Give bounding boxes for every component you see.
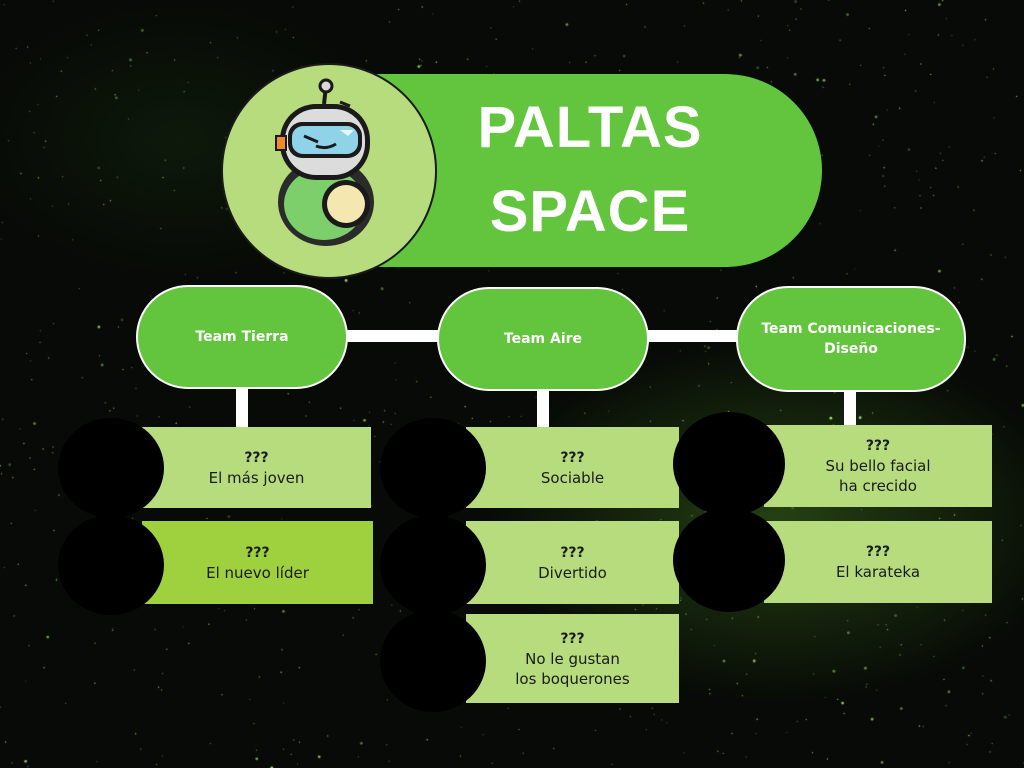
connector-aire — [537, 386, 549, 428]
member-name: ??? — [865, 438, 891, 454]
team-aire: Team Aire — [437, 287, 649, 391]
member-card: ??? Divertido — [466, 521, 679, 604]
member-name: ??? — [245, 544, 270, 561]
hidden-avatar — [58, 515, 164, 615]
member-name: ??? — [865, 544, 891, 560]
member-card: ??? Su bello facial ha crecido — [764, 425, 992, 507]
member-description: El karateka — [835, 563, 921, 581]
hidden-avatar — [58, 418, 164, 518]
member-card: ??? No le gustan los boquerones — [466, 614, 679, 703]
member-description: El nuevo líder — [206, 563, 309, 582]
member-name: ??? — [244, 449, 269, 466]
member-card: ??? El karateka — [764, 521, 992, 603]
member-name: ??? — [560, 544, 585, 561]
astronaut-avocado-icon — [275, 78, 374, 246]
member-card: ??? El nuevo líder — [142, 521, 373, 604]
member-name: ??? — [560, 449, 585, 466]
team-comunicaciones-diseno: Team Comunicaciones- Diseño — [736, 286, 966, 392]
hidden-avatar — [673, 412, 785, 516]
member-card: ??? Sociable — [466, 427, 679, 508]
member-name: ??? — [560, 630, 585, 647]
member-description: No le gustan los boquerones — [515, 649, 630, 688]
title-line-2: SPACE — [489, 179, 691, 244]
member-card: ??? El más joven — [142, 427, 371, 508]
hidden-avatar — [380, 515, 486, 615]
hidden-avatar — [380, 418, 486, 518]
page-title: PALTAS SPACE — [430, 86, 750, 254]
member-description: Sociable — [540, 468, 605, 487]
hidden-avatar — [380, 610, 486, 712]
team-tierra: Team Tierra — [136, 285, 348, 389]
member-description: Su bello facial ha crecido — [825, 457, 931, 495]
connector-comunicaciones — [844, 386, 856, 428]
member-description: El más joven — [208, 468, 305, 487]
title-line-1: PALTAS — [477, 95, 703, 160]
connector-tierra — [236, 386, 248, 428]
hidden-avatar — [673, 508, 785, 612]
member-description: Divertido — [538, 563, 607, 582]
